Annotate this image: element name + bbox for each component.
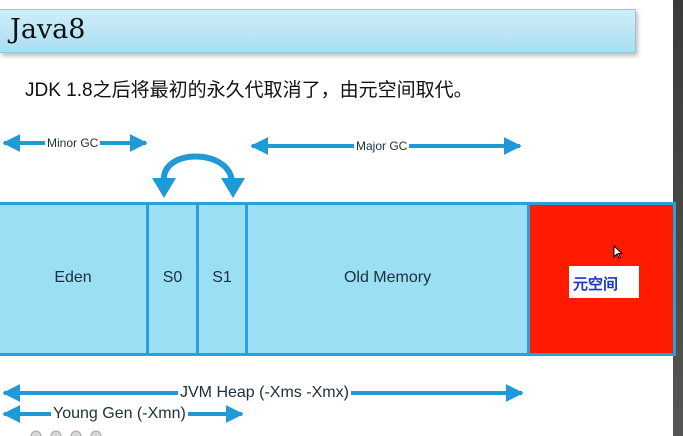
eden-label: Eden	[54, 269, 92, 286]
s1-label: S1	[212, 269, 232, 286]
major-gc-label: Major GC	[354, 139, 410, 153]
eden-region: Eden	[0, 202, 149, 356]
metaspace-label: 元空间	[573, 276, 619, 293]
jvm-heap-label: JVM Heap (-Xms -Xmx)	[178, 384, 351, 402]
s0-region: S0	[146, 202, 199, 356]
s1-region: S1	[196, 202, 248, 356]
taskbar-icons	[30, 430, 102, 436]
metaspace-region: 元空间	[527, 202, 676, 356]
slide-title: Java8	[10, 14, 86, 45]
mouse-pointer-icon	[613, 245, 623, 259]
metaspace-label-box: 元空间	[569, 266, 639, 298]
window-edge	[673, 0, 683, 436]
old-memory-region: Old Memory	[245, 202, 530, 356]
title-bar: Java8	[0, 9, 636, 53]
minor-gc-label: Minor GC	[45, 136, 101, 150]
s0-label: S0	[162, 269, 183, 286]
young-gen-label: Young Gen (-Xmn)	[51, 405, 188, 423]
curved-swap-arrow-icon	[152, 153, 245, 198]
slide-subtitle: JDK 1.8之后将最初的永久代取消了，由元空间取代。	[25, 80, 473, 101]
old-memory-label: Old Memory	[343, 269, 432, 286]
